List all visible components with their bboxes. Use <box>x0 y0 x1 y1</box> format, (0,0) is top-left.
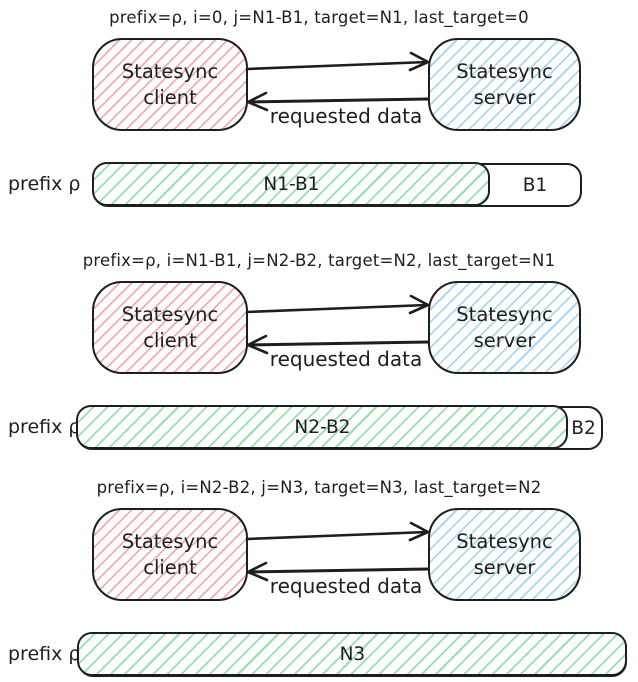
response-arrowhead-icon <box>246 91 269 112</box>
prefix-rho-label: prefix ρ <box>8 173 81 195</box>
request-arrow <box>245 530 429 541</box>
prefix-rho-label: prefix ρ <box>8 416 81 438</box>
sync-stage-1: prefix=ρ, i=0, j=N1-B1, target=N1, last_… <box>0 0 638 230</box>
synced-segment: N3 <box>77 632 628 677</box>
stage-parameters-header: prefix=ρ, i=0, j=N1-B1, target=N1, last_… <box>109 8 529 27</box>
prefix-rho-label: prefix ρ <box>8 643 81 665</box>
client-label-line2: client <box>143 85 197 109</box>
server-label-line2: server <box>473 555 536 579</box>
client-label-line1: Statesync <box>121 303 219 327</box>
client-label-line2: client <box>143 328 197 352</box>
message-arrows <box>245 521 431 582</box>
state-progress-bar: N2-B2 B2 <box>76 405 603 450</box>
sync-stage-3: prefix=ρ, i=N2-B2, j=N3, target=N3, last… <box>0 470 638 682</box>
stage-parameters-header: prefix=ρ, i=N2-B2, j=N3, target=N3, last… <box>96 478 542 497</box>
message-arrows <box>245 51 431 112</box>
requested-data-label: requested data <box>269 347 423 371</box>
client-label-line2: client <box>143 555 197 579</box>
sync-stage-2: prefix=ρ, i=N1-B1, j=N2-B2, target=N2, l… <box>0 243 638 473</box>
synced-segment: N2-B2 <box>76 405 569 450</box>
requested-data-label: requested data <box>269 574 423 598</box>
server-label-line1: Statesync <box>456 530 553 554</box>
client-label-line1: Statesync <box>121 60 219 84</box>
server-label-line2: server <box>473 328 536 352</box>
remaining-segment-label: B1 <box>522 174 548 196</box>
response-arrowhead-icon <box>246 561 269 582</box>
remaining-segment: B1 <box>490 165 580 205</box>
client-label-line1: Statesync <box>121 530 219 554</box>
response-arrow <box>247 340 431 347</box>
stage-parameters-header: prefix=ρ, i=N1-B1, j=N2-B2, target=N2, l… <box>82 251 556 270</box>
state-progress-bar: N1-B1 B1 <box>92 162 582 207</box>
synced-segment-label: N1-B1 <box>263 173 320 195</box>
statesync-client-box: Statesync client <box>92 38 248 131</box>
remaining-segment: B2 <box>566 408 601 448</box>
synced-segment-label: N3 <box>339 643 366 665</box>
statesync-client-box: Statesync client <box>92 281 248 374</box>
server-label-line1: Statesync <box>456 303 553 327</box>
remaining-segment-label: B2 <box>571 417 596 439</box>
statesync-client-box: Statesync client <box>92 508 248 601</box>
server-label-line2: server <box>473 85 536 109</box>
server-label-line1: Statesync <box>456 60 553 84</box>
response-arrow <box>247 567 431 574</box>
request-arrow <box>245 60 429 71</box>
statesync-server-box: Statesync server <box>428 38 581 131</box>
response-arrowhead-icon <box>246 334 269 355</box>
statesync-server-box: Statesync server <box>428 508 581 601</box>
synced-segment-label: N2-B2 <box>294 416 351 438</box>
requested-data-label: requested data <box>269 104 423 128</box>
response-arrow <box>247 97 431 104</box>
statesync-server-box: Statesync server <box>428 281 581 374</box>
state-progress-bar: N3 <box>77 632 628 677</box>
synced-segment: N1-B1 <box>92 162 491 207</box>
request-arrow <box>245 303 429 314</box>
